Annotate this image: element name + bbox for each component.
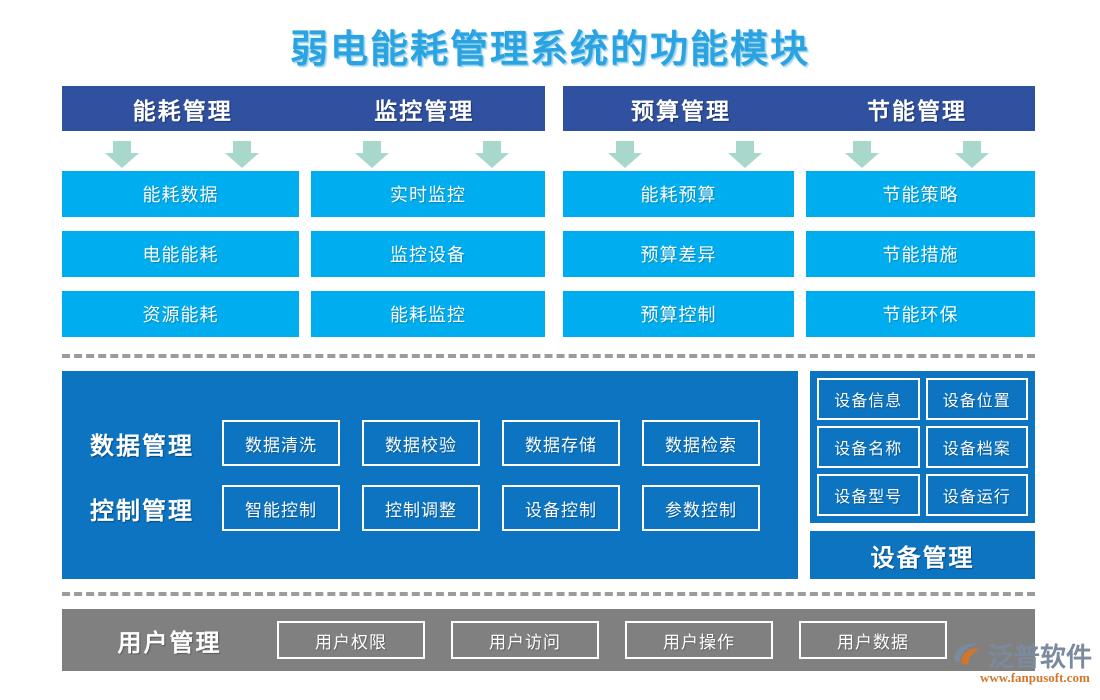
item-device-model[interactable]: 设备型号 [817, 474, 920, 516]
arrow-down-icon-7 [845, 141, 879, 168]
header-energy-management[interactable]: 能耗管理 [132, 98, 233, 124]
brand-logo: 泛普软件 www.fanpusoft.com [952, 638, 1100, 696]
user-management-label: 用户管理 [117, 630, 222, 657]
item-device-name[interactable]: 设备名称 [817, 426, 920, 468]
item-user-access[interactable]: 用户访问 [451, 621, 599, 659]
item-user-operation[interactable]: 用户操作 [625, 621, 773, 659]
page-title: 弱电能耗管理系统的功能模块 [289, 29, 810, 71]
header-budget-management[interactable]: 预算管理 [631, 98, 731, 124]
data-management-label: 数据管理 [90, 433, 194, 460]
device-management-label: 设备管理 [810, 531, 1035, 579]
item-user-data[interactable]: 用户数据 [799, 621, 947, 659]
header-saving-management[interactable]: 节能管理 [867, 98, 967, 124]
item-smart-control[interactable]: 智能控制 [222, 485, 340, 531]
item-resource-energy[interactable]: 资源能耗 [62, 291, 299, 337]
item-saving-measure[interactable]: 节能措施 [806, 231, 1035, 277]
item-device-location[interactable]: 设备位置 [925, 378, 1028, 420]
device-info-panel: 设备信息 设备位置 设备名称 设备档案 设备型号 设备运行 [810, 371, 1035, 523]
item-budget-variance[interactable]: 预算差异 [563, 231, 794, 277]
brand-url: www.fanpusoft.com [980, 670, 1090, 685]
item-data-cleaning[interactable]: 数据清洗 [222, 420, 340, 466]
arrow-down-icon-4 [475, 141, 509, 168]
item-device-control[interactable]: 设备控制 [502, 485, 620, 531]
item-control-adjust[interactable]: 控制调整 [362, 485, 480, 531]
user-management-bar: 用户管理 用户权限 用户访问 用户操作 用户数据 [62, 609, 1035, 671]
item-realtime-monitor[interactable]: 实时监控 [311, 171, 545, 217]
arrow-down-icon-3 [355, 141, 389, 168]
item-device-archive[interactable]: 设备档案 [925, 426, 1028, 468]
item-electric-energy[interactable]: 电能能耗 [62, 231, 299, 277]
item-energy-data[interactable]: 能耗数据 [62, 171, 299, 217]
item-budget-control[interactable]: 预算控制 [563, 291, 794, 337]
control-management-label: 控制管理 [90, 498, 194, 525]
data-management-row: 数据管理 数据清洗 数据校验 数据存储 数据检索 [62, 420, 798, 466]
item-data-retrieval[interactable]: 数据检索 [642, 420, 760, 466]
item-device-running[interactable]: 设备运行 [925, 474, 1028, 516]
fanpu-swoosh-icon [952, 640, 986, 670]
item-parameter-control[interactable]: 参数控制 [642, 485, 760, 531]
item-saving-strategy[interactable]: 节能策略 [806, 171, 1035, 217]
item-device-info[interactable]: 设备信息 [817, 378, 920, 420]
item-saving-eco[interactable]: 节能环保 [806, 291, 1035, 337]
data-control-panel: 数据管理 数据清洗 数据校验 数据存储 数据检索 控制管理 智能控制 控制调整 … [62, 371, 798, 579]
arrow-down-icon-1 [105, 141, 139, 168]
control-management-row: 控制管理 智能控制 控制调整 设备控制 参数控制 [62, 485, 798, 531]
item-user-permission[interactable]: 用户权限 [277, 621, 425, 659]
arrow-down-icon-6 [728, 141, 762, 168]
item-energy-budget[interactable]: 能耗预算 [563, 171, 794, 217]
arrow-down-icon-2 [225, 141, 259, 168]
item-data-validation[interactable]: 数据校验 [362, 420, 480, 466]
arrow-down-icon-8 [955, 141, 989, 168]
header-monitor-management[interactable]: 监控管理 [374, 98, 475, 124]
arrow-down-icon-5 [608, 141, 642, 168]
brand-name: 泛普软件 [988, 642, 1093, 672]
header-bar-right: 预算管理 节能管理 [563, 86, 1035, 131]
item-monitor-device[interactable]: 监控设备 [311, 231, 545, 277]
item-data-storage[interactable]: 数据存储 [502, 420, 620, 466]
item-energy-monitor[interactable]: 能耗监控 [311, 291, 545, 337]
divider-top [62, 354, 1035, 358]
brand-logo-top: 泛普软件 [952, 638, 1092, 672]
divider-bottom [62, 592, 1035, 596]
header-bar-left: 能耗管理 监控管理 [62, 86, 545, 131]
